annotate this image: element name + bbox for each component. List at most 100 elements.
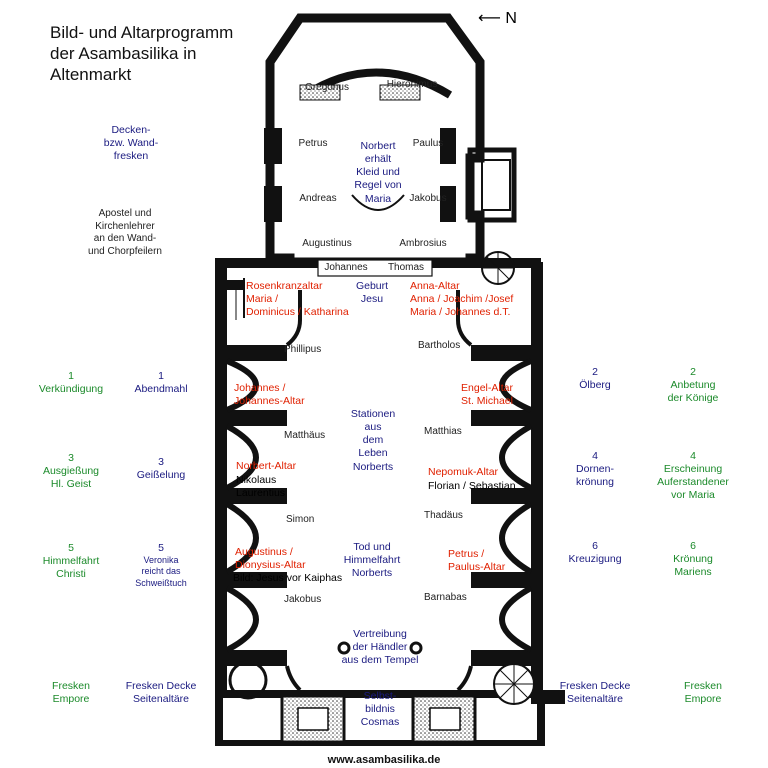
altar-rosenkranz-line: Maria / (246, 293, 279, 306)
legend-frescoes-line: fresken (113, 150, 149, 163)
label-paulus: Paulus (412, 138, 444, 149)
fresco-line: Kreuzigung (568, 553, 622, 566)
label-matthias: Matthias (424, 426, 462, 437)
fresco-line: krönung (576, 476, 614, 489)
fresco-line: vor Maria (671, 489, 715, 502)
fresco-line: 3 (68, 452, 74, 464)
fresco-stationen-line: Norberts (352, 460, 394, 473)
fresco-vertreibung: Vertreibung der Händler aus dem Tempel (330, 628, 430, 667)
altar-anna-line: Anna / Joachim /Josef (410, 293, 514, 306)
legend-apostles-line: und Chorpfeilern (88, 245, 162, 257)
fresco-geburt-line: Geburt (355, 280, 389, 292)
altar-norbert-saints-line: Laurentius (236, 487, 286, 500)
altar-engel: Engel-Altar St. Michael (452, 382, 522, 408)
altar-engel-line: St. Michael (461, 395, 513, 408)
fresco-left-outer-5: 5 Himmelfahrt Christi (26, 542, 116, 581)
legend-apostles: Apostel und Kirchenlehrer an den Wand- u… (60, 208, 190, 258)
altar-augustinus-bild: Bild: Jesus vor Kaiphas (233, 572, 343, 584)
altar-nepomuk-saints: Florian / Sebastian (428, 480, 516, 492)
north-arrow-icon: ⟵ N (478, 10, 517, 27)
fresco-line: 3 (158, 456, 164, 468)
fresco-stationen-line: Stationen (350, 408, 396, 420)
fresco-stationen-line: dem (362, 434, 384, 447)
altar-rosenkranz: Rosenkranzaltar Maria / Dominicus / Kath… (246, 280, 366, 319)
fresco-line: Fresken Decke (125, 680, 197, 692)
label-hieronimus: Hieronimus (386, 79, 438, 90)
fresco-right-outer-6: 6 Krönung Mariens (648, 540, 738, 579)
fresco-line: Verkündigung (38, 383, 104, 396)
altar-augustinus-line: Augustinus / (235, 546, 293, 558)
fresco-line: Christi (56, 568, 86, 581)
fresco-left-inner-5: 5 Veronika reicht das Schweißtuch (116, 542, 206, 589)
fresco-line: Empore (52, 693, 90, 706)
fresco-line: 1 (158, 370, 164, 382)
title-line-1: Bild- und Altarprogramm (50, 23, 234, 42)
fresco-line: Geißelung (136, 469, 186, 482)
label-thomas-arch: Thomas (387, 262, 425, 273)
altar-nepomuk: Nepomuk-Altar (428, 466, 499, 478)
altar-norbert-saints-line: Nikolaus (236, 474, 277, 486)
legend-frescoes-line: Decken- (111, 124, 151, 136)
fresco-geburt: Geburt Jesu (342, 280, 402, 306)
fresco-selbstbildnis: Selbst- bildnis Cosmas (352, 690, 408, 729)
fresco-tod-line: Tod und (353, 541, 391, 553)
label-andreas: Andreas (299, 193, 337, 204)
label-simon: Simon (286, 514, 315, 525)
fresco-right-inner-2: 2 Ölberg (550, 366, 640, 392)
fresco-line: 5 (158, 542, 164, 554)
fresco-left-inner-3: 3 Geißelung (116, 456, 206, 482)
fresco-right-outer-empore: Fresken Empore (658, 680, 748, 706)
footer-url[interactable]: www.asambasilika.de (327, 754, 441, 766)
label-johannes-arch: Johannes (324, 262, 368, 273)
altar-norbert-saints: Nikolaus Laurentius (236, 474, 316, 500)
altar-augustinus-line: Dionysius-Altar (235, 559, 306, 572)
fresco-line: Auferstandener (657, 476, 729, 489)
altar-anna-line: Anna-Altar (410, 280, 460, 292)
fresco-tod-line: Norberts (351, 567, 393, 580)
fresco-left-inner-decke: Fresken Decke Seitenaltäre (116, 680, 206, 706)
altar-anna: Anna-Altar Anna / Joachim /Josef Maria /… (410, 280, 530, 319)
fresco-line: Ausgießung (42, 465, 100, 478)
label-gregorius: Gregorius (305, 82, 349, 93)
fresco-tod-line: Himmelfahrt (343, 554, 401, 567)
fresco-line: 6 (592, 540, 598, 552)
fresco-line: 6 (690, 540, 696, 552)
fresco-right-inner-6: 6 Kreuzigung (550, 540, 640, 566)
fresco-selbstbildnis-line: bildnis (365, 703, 395, 716)
label-phillipus: Phillipus (284, 344, 322, 355)
altar-johannes-line: Johannes-Altar (234, 395, 305, 408)
fresco-right-outer-4: 4 Erscheinung Auferstandener vor Maria (648, 450, 738, 503)
fresco-line: Fresken (684, 680, 722, 692)
legend-apostles-line: an den Wand- (93, 233, 157, 244)
fresco-right-inner-4: 4 Dornen- krönung (550, 450, 640, 489)
fresco-line: Schweißtuch (135, 577, 187, 588)
fresco-left-outer-1: 1 Verkündigung (26, 370, 116, 396)
fresco-line: Mariens (674, 566, 712, 579)
fresco-line: 5 (68, 542, 74, 554)
fresco-line: 2 (592, 366, 598, 378)
title-block: Bild- und Altarprogramm der Asambasilika… (50, 22, 233, 85)
fresco-line: der Könige (667, 392, 719, 405)
altar-petrus: Petrus / Paulus-Altar (448, 548, 518, 574)
fresco-norbert: Norbert erhält Kleid und Regel von Maria (340, 140, 416, 206)
label-augustinus: Augustinus (302, 238, 352, 249)
fresco-line: Himmelfahrt (42, 555, 100, 568)
altar-norbert: Norbert-Altar (236, 460, 297, 472)
legend-apostles-line: Kirchenlehrer (95, 220, 155, 232)
label-bartholos: Bartholos (418, 340, 461, 351)
fresco-line: Krönung (673, 553, 713, 566)
altar-johannes: Johannes / Johannes-Altar (234, 382, 314, 408)
fresco-line: Seitenaltäre (132, 693, 190, 706)
title-line-3: Altenmarkt (50, 65, 132, 84)
legend-apostles-line: Apostel und (98, 208, 152, 219)
altar-anna-line: Maria / Johannes d.T. (410, 306, 511, 319)
label-jakobus-choir: Jakobus (409, 193, 447, 204)
altar-petrus-line: Petrus / (448, 548, 485, 560)
fresco-left-inner-1: 1 Abendmahl (116, 370, 206, 396)
fresco-line: Ölberg (579, 379, 611, 392)
nave-walls (215, 258, 565, 746)
altar-rosenkranz-line: Dominicus / Katharina (246, 306, 349, 319)
fresco-line: 4 (690, 450, 696, 462)
fresco-norbert-line: Kleid und (356, 166, 400, 179)
